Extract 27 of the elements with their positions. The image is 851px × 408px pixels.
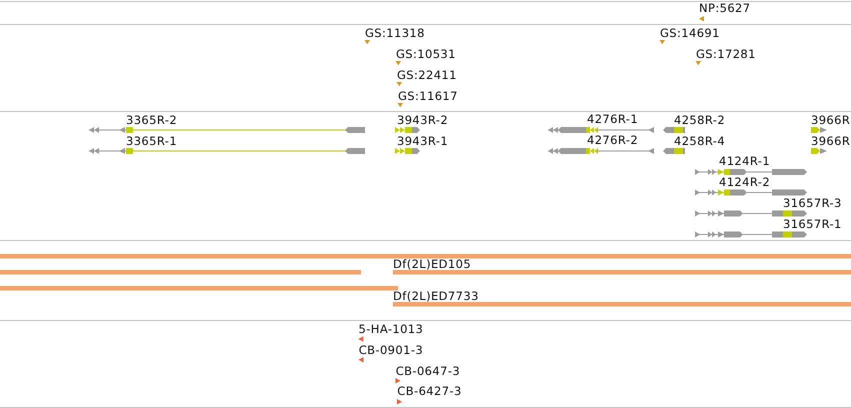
feature-label: 4276R-2 xyxy=(587,134,638,147)
feature-label: GS:17281 xyxy=(696,48,756,60)
feature-label: GS:10531 xyxy=(396,48,456,60)
feature-label: 31657R-3 xyxy=(783,196,842,210)
feature-label: GS:11617 xyxy=(398,90,458,102)
feature-label: Df(2L)ED7733 xyxy=(393,290,479,302)
feature-label: 4124R-2 xyxy=(719,176,770,189)
feature-label: 3943R-1 xyxy=(397,134,448,148)
feature-label: 3365R-1 xyxy=(126,134,178,148)
feature-label: 3966R xyxy=(811,134,850,148)
feature-label: GS:11318 xyxy=(365,26,425,40)
feature-label: CB-0901-3 xyxy=(358,344,424,356)
feature-label: 3943R-2 xyxy=(397,114,448,126)
feature-label: 4276R-1 xyxy=(587,113,638,126)
feature-label: CB-0647-3 xyxy=(396,364,460,378)
feature-label: 4124R-1 xyxy=(719,155,770,168)
feature-label: 4258R-4 xyxy=(674,134,726,148)
feature-label: GS:14691 xyxy=(660,26,720,40)
feature-label: 31657R-1 xyxy=(783,218,842,231)
feature-label: CB-6427-3 xyxy=(397,384,462,398)
feature-label: 4258R-2 xyxy=(674,114,726,126)
feature-label: Df(2L)ED105 xyxy=(393,258,472,270)
feature-label: 3365R-2 xyxy=(126,114,178,126)
feature-label: 5-HA-1013 xyxy=(358,322,424,336)
feature-label: NP:5627 xyxy=(699,2,750,16)
feature-label: GS:22411 xyxy=(397,68,457,82)
feature-label: 3966R xyxy=(811,114,850,126)
